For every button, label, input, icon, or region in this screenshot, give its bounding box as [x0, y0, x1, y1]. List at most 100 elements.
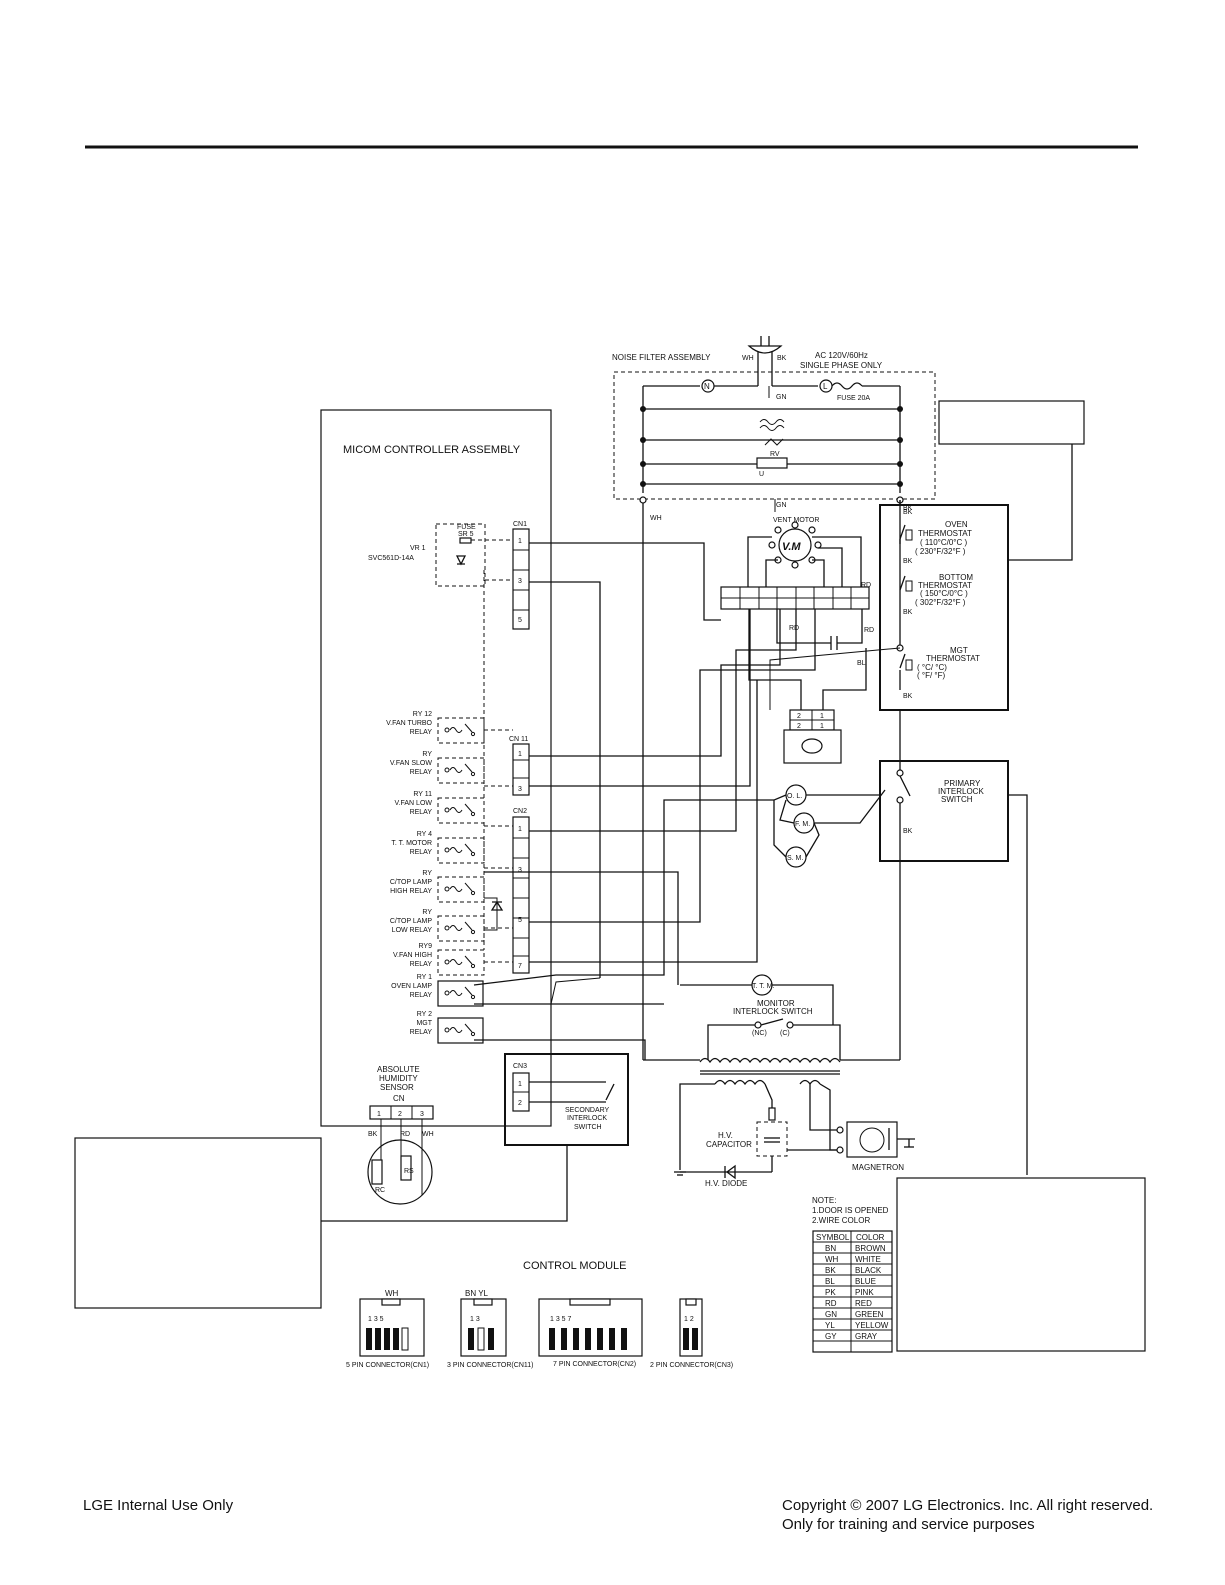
footer-copyright: Copyright © 2007 LG Electronics. Inc. Al…: [782, 1496, 1153, 1534]
relay-label: RY: [422, 909, 432, 916]
legend-symbol: BL: [825, 1277, 835, 1286]
control-module-title: CONTROL MODULE: [523, 1260, 627, 1272]
motor-group: O. L. F. M. S. M. T. T. M.: [751, 784, 886, 996]
legend-color: GRAY: [855, 1332, 878, 1341]
svg-text:SVC561D-14A: SVC561D-14A: [368, 555, 414, 562]
noise-filter-title: NOISE FILTER ASSEMBLY: [612, 353, 711, 362]
svg-text:7: 7: [518, 963, 522, 970]
svg-text:INTERLOCK SWITCH: INTERLOCK SWITCH: [733, 1007, 813, 1016]
legend-symbol: YL: [825, 1321, 835, 1330]
varistor: [756, 457, 788, 469]
svg-text:2 PIN CONNECTOR(CN3): 2 PIN CONNECTOR(CN3): [650, 1362, 733, 1369]
relay-label: T. T. MOTOR: [391, 840, 432, 847]
svg-text:1: 1: [377, 1111, 381, 1118]
legend-color: GREEN: [855, 1310, 884, 1319]
svg-text:BK: BK: [903, 509, 913, 516]
svg-text:VR 1: VR 1: [410, 545, 426, 552]
cn1-connector: [512, 528, 530, 630]
svg-text:1 3: 1 3: [470, 1316, 480, 1323]
relay-coil-icon: [449, 807, 463, 813]
legend-header: SYMBOL: [816, 1233, 850, 1242]
relay-label: V.FAN HIGH: [393, 952, 432, 959]
relay-label: RY 11: [413, 791, 432, 798]
svg-text:3: 3: [518, 786, 522, 793]
svg-text:FUSE: FUSE: [457, 524, 476, 531]
svg-text:RD: RD: [864, 627, 874, 634]
relay-coil-icon: [449, 990, 463, 996]
svg-text:NOTE:: NOTE:: [812, 1196, 836, 1205]
sensor-body: [367, 1139, 433, 1205]
legend-color: PINK: [855, 1288, 874, 1297]
svg-text:2: 2: [518, 1100, 522, 1107]
legend-symbol: GN: [825, 1310, 837, 1319]
svg-text:H.V. DIODE: H.V. DIODE: [705, 1179, 747, 1188]
relay-label: LOW RELAY: [392, 927, 433, 934]
svg-text:7 PIN CONNECTOR(CN2): 7 PIN CONNECTOR(CN2): [553, 1361, 636, 1368]
svg-text:THERMOSTAT: THERMOSTAT: [918, 529, 972, 538]
svg-text:INTERLOCK: INTERLOCK: [567, 1115, 607, 1122]
svg-text:( 110°C/0°C ): ( 110°C/0°C ): [920, 538, 967, 547]
footer-internal-use: LGE Internal Use Only: [83, 1497, 234, 1514]
svg-text:2: 2: [797, 723, 801, 730]
svg-text:V.M: V.M: [782, 541, 801, 553]
callout-box-left: [74, 1137, 322, 1309]
svg-text:( °C/ °C): ( °C/ °C): [917, 663, 947, 672]
svg-text:1.DOOR IS OPENED: 1.DOOR IS OPENED: [812, 1206, 889, 1215]
relay-label: V.FAN TURBO: [386, 720, 432, 727]
svg-text:H.V.: H.V.: [718, 1131, 733, 1140]
svg-text:CN2: CN2: [513, 808, 527, 815]
svg-text:T. T. M.: T. T. M.: [752, 983, 774, 990]
callout-box-right: [896, 1177, 1146, 1352]
svg-text:(NC): (NC): [752, 1030, 767, 1037]
svg-text:HUMIDITY: HUMIDITY: [379, 1074, 418, 1083]
svg-text:WH: WH: [422, 1131, 434, 1138]
svg-text:U: U: [759, 471, 764, 478]
plug-bk-label: BK: [777, 355, 787, 362]
connector-3pin: BN YL 1 3 3 PIN CONNECTOR(CN11): [447, 1289, 533, 1369]
svg-text:F. M.: F. M.: [795, 821, 810, 828]
svg-text:3: 3: [518, 578, 522, 585]
svg-text:N: N: [704, 382, 710, 391]
svg-text:BK: BK: [903, 609, 913, 616]
svg-text:( °F/ °F): ( °F/ °F): [917, 671, 946, 680]
legend-symbol: RD: [825, 1299, 837, 1308]
connector-2pin: 1 2 2 PIN CONNECTOR(CN3): [650, 1298, 733, 1369]
relay-label: HIGH RELAY: [390, 888, 432, 895]
svg-text:PRIMARY: PRIMARY: [944, 779, 981, 788]
svg-text:SWITCH: SWITCH: [941, 795, 973, 804]
relay-label: V.FAN LOW: [395, 800, 433, 807]
svg-text:1: 1: [820, 723, 824, 730]
micom-title: MICOM CONTROLLER ASSEMBLY: [343, 444, 521, 456]
cn11-connector: [512, 743, 530, 796]
fuse-label: FUSE 20A: [837, 395, 870, 402]
legend-color: WHITE: [855, 1255, 881, 1264]
svg-text:2.WIRE COLOR: 2.WIRE COLOR: [812, 1216, 870, 1225]
svg-text:BK: BK: [903, 505, 913, 512]
svg-text:OVEN: OVEN: [945, 520, 968, 529]
svg-text:MGT: MGT: [950, 646, 968, 655]
svg-text:2: 2: [398, 1111, 402, 1118]
svg-text:3 PIN CONNECTOR(CN11): 3 PIN CONNECTOR(CN11): [447, 1362, 533, 1369]
relay-label: C/TOP LAMP: [390, 879, 432, 886]
svg-text:THERMOSTAT: THERMOSTAT: [918, 581, 972, 590]
svg-text:MONITOR: MONITOR: [757, 999, 795, 1008]
svg-text:BN YL: BN YL: [465, 1289, 489, 1298]
svg-text:RS: RS: [404, 1168, 414, 1175]
legend-color: RED: [855, 1299, 872, 1308]
svg-text:1: 1: [820, 713, 824, 720]
vent-motor-label: VENT MOTOR: [773, 517, 819, 524]
plug-wh-label: WH: [742, 355, 754, 362]
vr1-diode: [455, 555, 467, 566]
transformer-primary: [699, 1057, 841, 1064]
connector-5pin: WH 1 3 5 5 PIN CONNECTOR(CN1): [346, 1289, 429, 1369]
svg-text:CN: CN: [393, 1094, 405, 1103]
svg-text:RD: RD: [789, 625, 799, 632]
copyright-line: Copyright © 2007 LG Electronics. Inc. Al…: [782, 1497, 1154, 1514]
svg-text:( 150°C/0°C ): ( 150°C/0°C ): [920, 589, 968, 598]
svg-text:( 230°F/32°F ): ( 230°F/32°F ): [915, 547, 966, 556]
svg-text:RV: RV: [770, 451, 780, 458]
svg-text:( 302°F/32°F ): ( 302°F/32°F ): [915, 598, 966, 607]
svg-text:(C): (C): [780, 1030, 790, 1037]
